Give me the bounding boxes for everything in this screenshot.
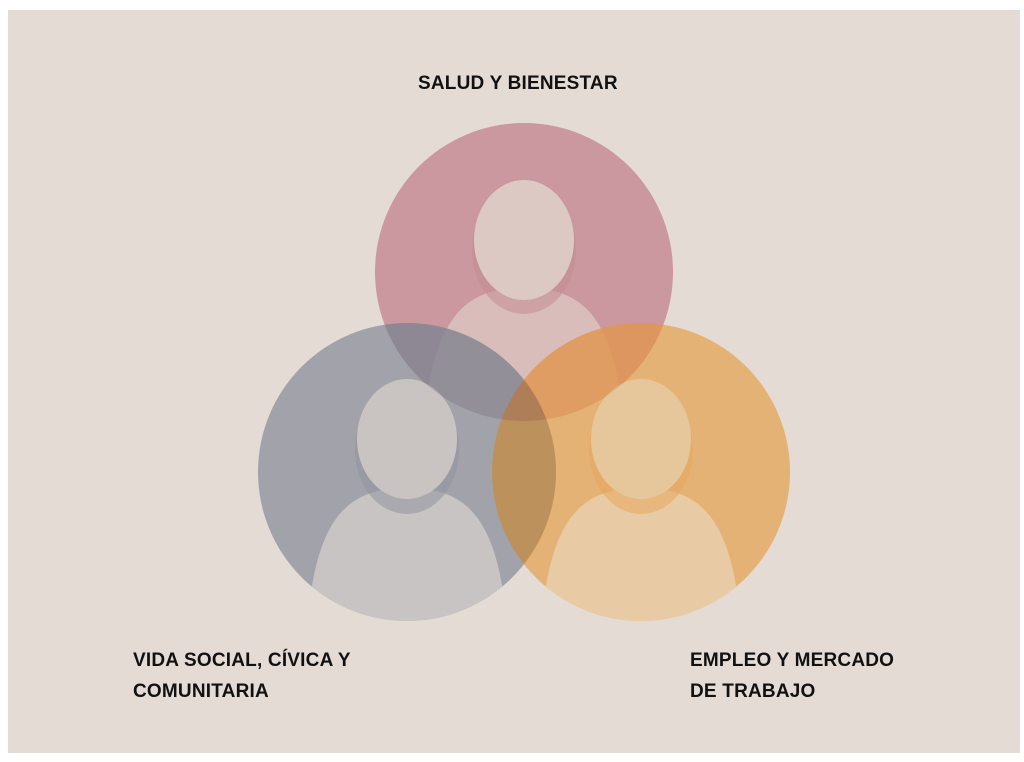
circle-social [258, 323, 556, 621]
label-employment-line-1: EMPLEO Y MERCADO [690, 650, 895, 671]
overlap-health-employment [492, 323, 673, 421]
circle-employment [492, 323, 790, 621]
person-icon [307, 379, 507, 621]
overlap-health-social [375, 323, 556, 421]
label-social-line-2: COMUNITARIA [133, 681, 269, 702]
label-employment: EMPLEO Y MERCADO DE TRABAJO [690, 645, 894, 707]
label-social: VIDA SOCIAL, CÍVICA Y COMUNITARIA [133, 645, 351, 707]
label-social-line-1: VIDA SOCIAL, CÍVICA Y [133, 650, 351, 671]
person-icon [541, 379, 741, 621]
label-employment-line-2: DE TRABAJO [690, 681, 816, 702]
label-health: SALUD Y BIENESTAR [418, 68, 618, 99]
label-health-line-1: SALUD Y BIENESTAR [418, 73, 618, 94]
